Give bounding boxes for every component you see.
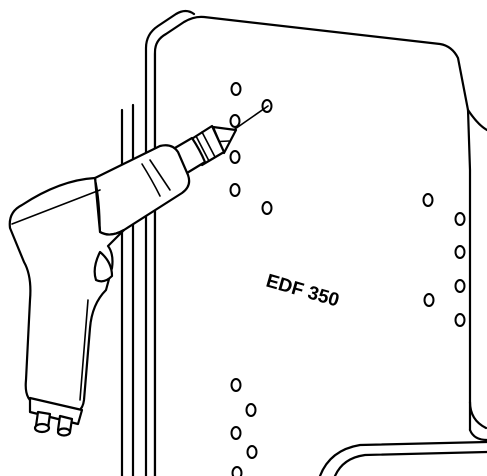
hole: [245, 403, 257, 417]
hole: [229, 150, 241, 164]
hole: [246, 445, 258, 459]
mounting-holes: [229, 82, 466, 476]
hole: [454, 245, 466, 259]
hole: [230, 82, 242, 96]
hole: [423, 293, 435, 307]
hole: [230, 426, 242, 440]
hole: [229, 183, 241, 197]
hole: [454, 313, 466, 327]
mounting-plate: [153, 15, 487, 476]
hole: [422, 193, 434, 207]
hole: [230, 378, 242, 392]
hole: [229, 114, 241, 128]
hole: [261, 201, 273, 215]
hole: [454, 212, 466, 226]
drill-icon: [8, 124, 238, 437]
hole: [454, 279, 466, 293]
hole: [231, 466, 243, 476]
